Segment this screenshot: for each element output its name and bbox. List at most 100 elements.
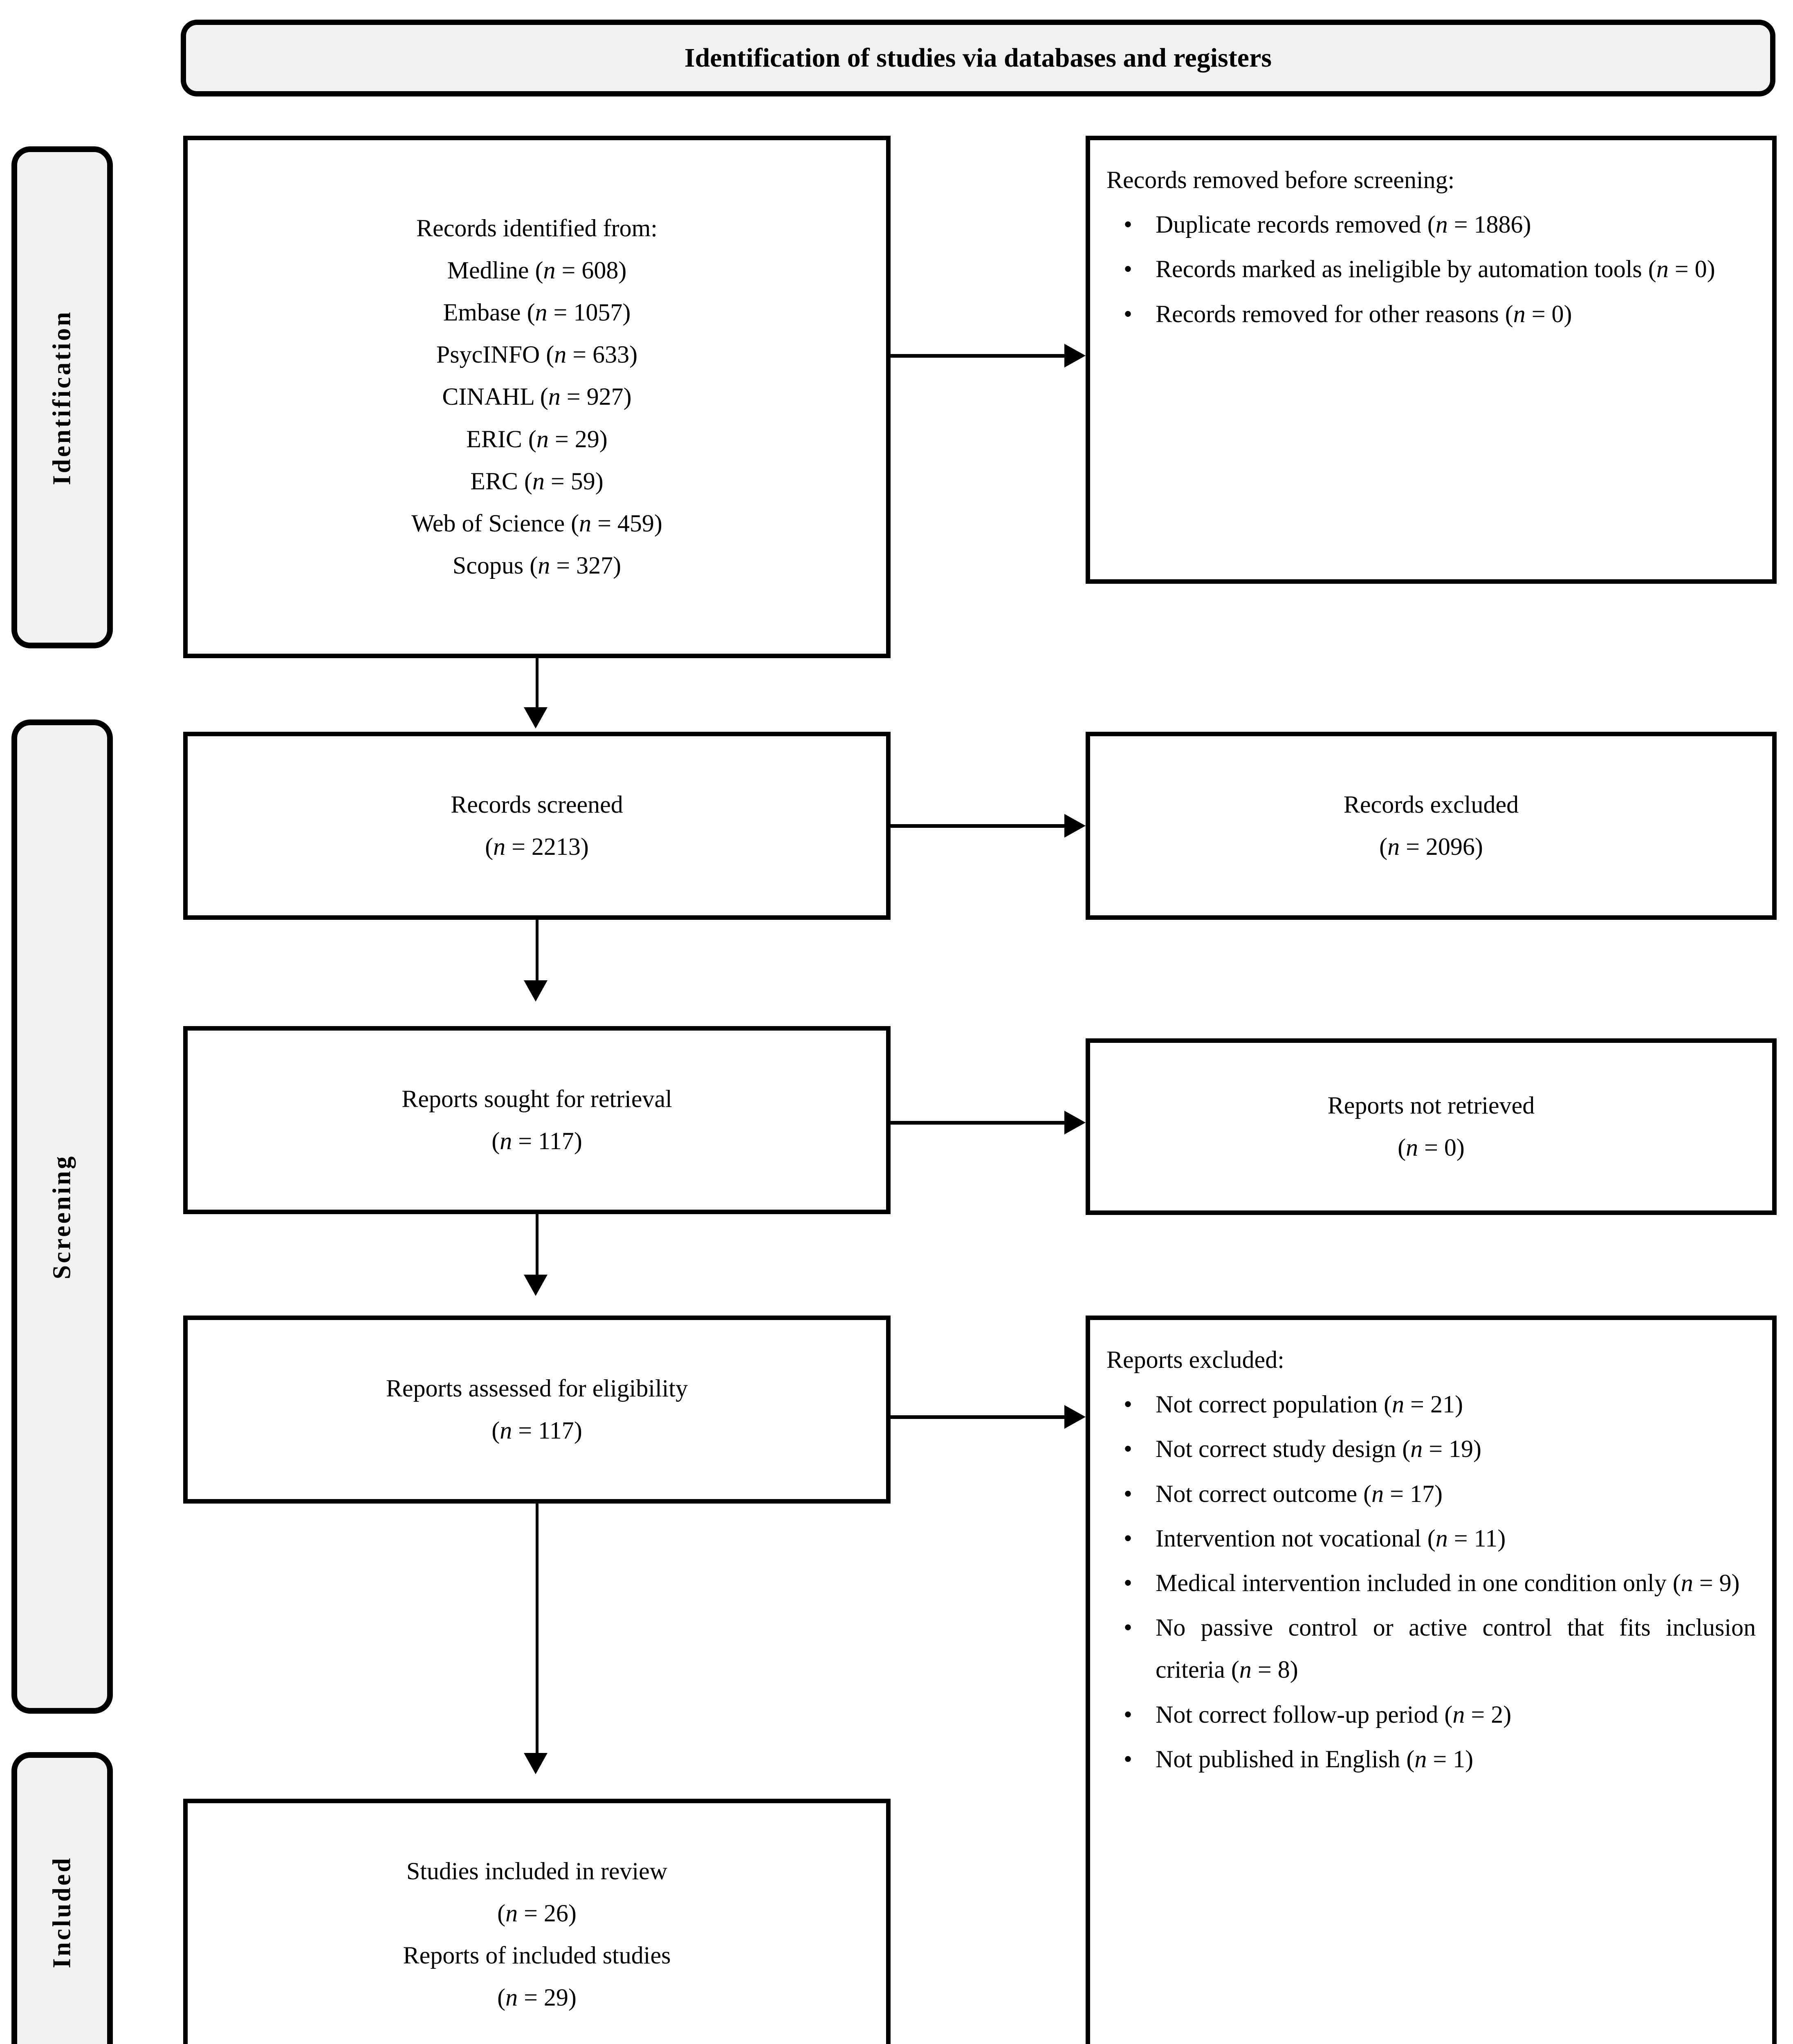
stage-label-identification: Identification xyxy=(48,309,76,485)
box-reports-excluded: Reports excluded: • Not correct populati… xyxy=(1086,1316,1777,2044)
source-name-psycinfo: PsycINFO xyxy=(436,341,540,368)
bullet-icon: • xyxy=(1124,1391,1133,1418)
reports-assessed-count: (n = 117) xyxy=(491,1417,582,1444)
reports-sought-n: 117 xyxy=(538,1127,574,1154)
not-published-english-count: 1 xyxy=(1453,1745,1465,1773)
source-name-erc: ERC xyxy=(470,467,518,495)
records-excluded-n: 2096 xyxy=(1425,833,1475,860)
list-item: • Not published in English (n = 1) xyxy=(1106,1738,1756,1780)
list-item: • Records marked as ineligible by automa… xyxy=(1106,248,1756,290)
connector-identified-to-screened xyxy=(536,658,539,710)
header-banner: Identification of studies via databases … xyxy=(181,20,1775,96)
reports-included-count: (n = 29) xyxy=(497,1984,577,2011)
source-name-medline: Medline xyxy=(447,256,529,284)
records-excluded-count: (n = 2096) xyxy=(1379,833,1483,860)
box-records-identified: Records identified from: Medline (n = 60… xyxy=(183,136,891,658)
records-removed-list: • Duplicate records removed (n = 1886) •… xyxy=(1106,204,1756,335)
not-correct-study-design-count: 19 xyxy=(1449,1435,1474,1463)
source-line-eric: ERIC (n = 29) xyxy=(466,425,608,453)
list-item: • Duplicate records removed (n = 1886) xyxy=(1106,204,1756,246)
stage-band-included: Included xyxy=(11,1752,113,2044)
arrowhead-sought-to-not-retrieved xyxy=(1064,1111,1086,1134)
arrowhead-identified-to-screened xyxy=(524,707,548,728)
reports-not-retrieved-title: Reports not retrieved xyxy=(1327,1091,1535,1119)
list-item: • Not correct study design (n = 19) xyxy=(1106,1428,1756,1470)
stage-label-screening: Screening xyxy=(48,1154,76,1279)
intervention-not-vocational-count: 11 xyxy=(1474,1524,1498,1552)
list-item: • Not correct population (n = 21) xyxy=(1106,1383,1756,1425)
source-line-embase: Embase (n = 1057) xyxy=(443,299,631,326)
arrowhead-sought-to-assessed xyxy=(524,1275,548,1296)
source-name-scopus: Scopus xyxy=(452,552,524,579)
source-count-eric: 29 xyxy=(574,425,599,453)
stage-label-included: Included xyxy=(48,1856,76,1968)
box-records-removed: Records removed before screening: • Dupl… xyxy=(1086,136,1777,584)
ineligible-automation-count: 0 xyxy=(1694,256,1707,283)
studies-included-n: 26 xyxy=(543,1899,568,1927)
not-correct-followup-count: 2 xyxy=(1491,1701,1504,1728)
reports-included-n: 29 xyxy=(543,1984,568,2011)
source-line-scopus: Scopus (n = 327) xyxy=(452,552,622,579)
records-screened-n: 2213 xyxy=(531,833,581,860)
source-line-web-of-science: Web of Science (n = 459) xyxy=(411,509,662,537)
reports-excluded-heading: Reports excluded: xyxy=(1106,1346,1284,1373)
connector-sought-to-assessed xyxy=(536,1214,539,1275)
source-count-medline: 608 xyxy=(581,256,619,284)
bullet-icon: • xyxy=(1124,1745,1133,1773)
bullet-icon: • xyxy=(1124,1480,1133,1507)
box-records-excluded: Records excluded (n = 2096) xyxy=(1086,732,1777,920)
reports-not-retrieved-n: 0 xyxy=(1444,1134,1456,1161)
source-name-eric: ERIC xyxy=(466,425,522,453)
reports-sought-title: Reports sought for retrieval xyxy=(402,1085,672,1112)
records-screened-count: (n = 2213) xyxy=(485,833,589,860)
bullet-icon: • xyxy=(1124,1435,1133,1463)
list-item: • Intervention not vocational (n = 11) xyxy=(1106,1517,1756,1560)
source-count-web-of-science: 459 xyxy=(617,509,654,537)
reports-assessed-title: Reports assessed for eligibility xyxy=(386,1374,688,1402)
connector-screened-to-sought xyxy=(536,920,539,980)
stage-band-identification: Identification xyxy=(11,146,113,648)
bullet-icon: • xyxy=(1124,1569,1133,1596)
list-item: • Not correct follow-up period (n = 2) xyxy=(1106,1694,1756,1736)
arrowhead-screened-to-excluded xyxy=(1064,814,1086,838)
reports-not-retrieved-count: (n = 0) xyxy=(1398,1134,1465,1161)
source-count-psycinfo: 633 xyxy=(592,341,630,368)
not-correct-population-count: 21 xyxy=(1430,1391,1455,1418)
other-reasons-count: 0 xyxy=(1551,300,1564,327)
arrowhead-assessed-to-included xyxy=(524,1753,548,1774)
source-line-erc: ERC (n = 59) xyxy=(470,467,604,495)
header-title: Identification of studies via databases … xyxy=(684,43,1272,73)
source-name-cinahl: CINAHL xyxy=(442,383,534,410)
list-item: • Not correct outcome (n = 17) xyxy=(1106,1473,1756,1515)
reports-assessed-n: 117 xyxy=(538,1417,574,1444)
bullet-icon: • xyxy=(1124,1701,1133,1728)
studies-included-count: (n = 26) xyxy=(497,1899,577,1927)
source-name-web-of-science: Web of Science xyxy=(411,509,565,537)
studies-included-title: Studies included in review xyxy=(406,1857,668,1885)
reports-sought-count: (n = 117) xyxy=(491,1127,582,1154)
records-removed-heading: Records removed before screening: xyxy=(1106,166,1455,193)
connector-assessed-to-included xyxy=(536,1504,539,1753)
box-studies-included: Studies included in review (n = 26) Repo… xyxy=(183,1799,891,2044)
connector-identified-to-removed xyxy=(891,354,1064,358)
source-count-scopus: 327 xyxy=(576,552,613,579)
arrowhead-assessed-to-reports-excluded xyxy=(1064,1405,1086,1429)
records-excluded-title: Records excluded xyxy=(1343,791,1519,818)
records-screened-title: Records screened xyxy=(451,791,623,818)
source-name-embase: Embase xyxy=(443,299,521,326)
connector-screened-to-excluded xyxy=(891,824,1064,828)
records-identified-heading: Records identified from: xyxy=(416,214,658,242)
box-reports-assessed: Reports assessed for eligibility (n = 11… xyxy=(183,1316,891,1504)
stage-band-screening: Screening xyxy=(11,719,113,1714)
no-passive-control-count: 8 xyxy=(1277,1656,1290,1683)
bullet-icon: • xyxy=(1124,300,1133,327)
box-reports-sought: Reports sought for retrieval (n = 117) xyxy=(183,1026,891,1214)
list-item: • Records removed for other reasons (n =… xyxy=(1106,293,1756,335)
not-correct-outcome-count: 17 xyxy=(1409,1480,1434,1507)
source-count-erc: 59 xyxy=(570,467,595,495)
list-item: • Medical intervention included in one c… xyxy=(1106,1562,1756,1604)
arrowhead-identified-to-removed xyxy=(1064,344,1086,368)
list-item: • No passive control or active control t… xyxy=(1106,1607,1756,1691)
reports-included-title: Reports of included studies xyxy=(403,1942,671,1969)
